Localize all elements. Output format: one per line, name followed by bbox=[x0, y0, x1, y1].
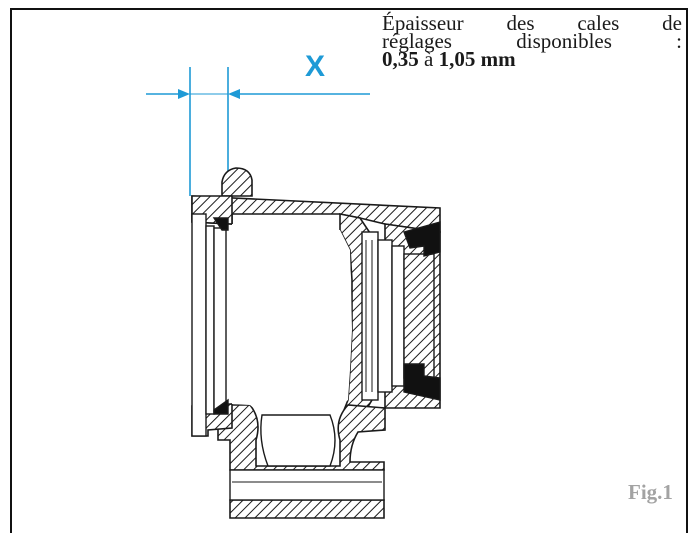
cavity-inner-bore bbox=[232, 224, 352, 415]
dimension-arrowhead-right bbox=[228, 89, 240, 99]
figure-frame bbox=[10, 8, 688, 533]
housing-bottom-neck bbox=[217, 404, 386, 471]
left-cover-plate bbox=[191, 213, 229, 437]
dimension-x-label: X bbox=[305, 50, 326, 83]
figure-label: Fig.1 bbox=[628, 480, 673, 504]
housing-top-lug bbox=[221, 167, 253, 197]
housing-base bbox=[229, 499, 385, 519]
dimension-x bbox=[146, 67, 370, 196]
caption-max-value: 1,05 mm bbox=[438, 47, 516, 71]
dimension-arrowhead-left bbox=[178, 89, 190, 99]
right-seal-bottom bbox=[403, 363, 441, 401]
shim-thickness-caption: Épaisseur des cales de réglages disponib… bbox=[382, 11, 682, 71]
caption-line-2: réglages disponibles : bbox=[382, 29, 682, 53]
base-slot bbox=[229, 469, 385, 501]
right-bearing-assembly bbox=[361, 221, 441, 401]
caption-line-1: Épaisseur des cales de bbox=[382, 11, 682, 35]
caption-min-value: 0,35 bbox=[382, 47, 419, 71]
cavity-bowl bbox=[260, 414, 336, 467]
left-seal-bottom bbox=[213, 398, 229, 415]
right-seal-top bbox=[403, 221, 441, 257]
caption-line-3: 0,35 à 1,05 mm bbox=[382, 47, 682, 71]
housing-cavities bbox=[229, 224, 385, 501]
left-seal-top bbox=[212, 217, 229, 231]
caption-connector: à bbox=[418, 47, 439, 71]
